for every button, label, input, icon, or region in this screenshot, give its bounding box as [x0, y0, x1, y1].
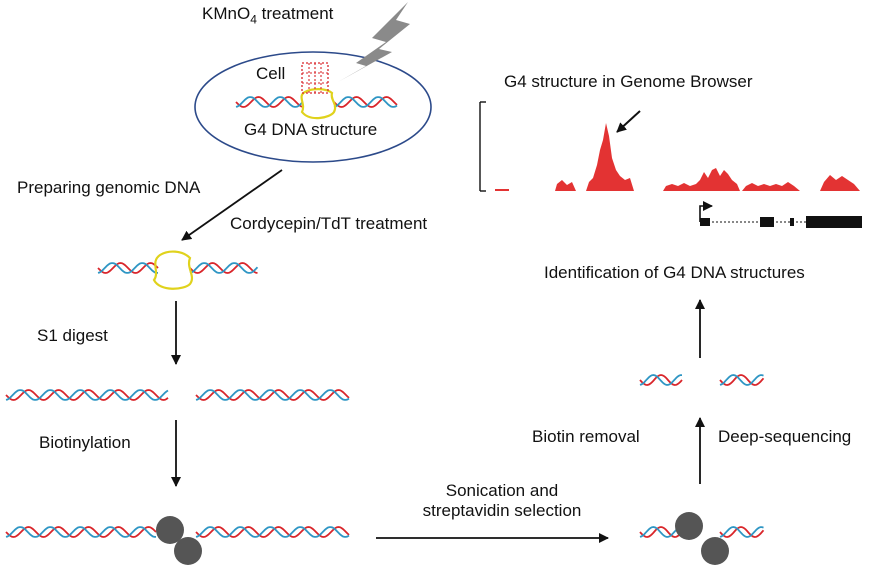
dna-strand: [639, 526, 683, 538]
arrow-browser-peak: [616, 110, 641, 133]
dna-strand: [5, 389, 169, 401]
kmno4-treatment-label: KMnO4 treatment: [202, 4, 334, 27]
dna-strand: [189, 262, 259, 274]
dna-helices: [5, 96, 765, 538]
dna-strand: [719, 374, 765, 386]
g4-dna-structure-label: G4 DNA structure: [244, 120, 378, 139]
biotin-removal-label: Biotin removal: [532, 427, 640, 446]
streptavidin-bead: [701, 537, 729, 565]
dna-strand: [5, 526, 157, 538]
dna-strand: [333, 96, 398, 108]
dna-strand: [195, 526, 350, 538]
dna-strand: [639, 374, 682, 386]
g4-loop-cell: [300, 88, 337, 120]
dna-strand: [333, 96, 398, 108]
dna-strand: [97, 262, 159, 274]
dna-strand: [719, 374, 764, 386]
dna-strand: [5, 389, 169, 401]
dna-strand: [5, 526, 156, 538]
dna-strand: [195, 526, 350, 538]
deep-sequencing-label: Deep-sequencing: [718, 427, 852, 446]
gene-model: [699, 201, 862, 228]
preparing-genomic-dna-label: Preparing genomic DNA: [17, 178, 201, 197]
streptavidin-bead: [174, 537, 202, 565]
dna-strand: [639, 374, 683, 386]
biotinylation-label: Biotinylation: [39, 433, 131, 452]
arrow-prepare: [181, 169, 283, 241]
streptavidin-bead: [675, 512, 703, 540]
sonication-streptavidin-label: Sonication and streptavidin selection: [422, 481, 582, 520]
s1-digest-label: S1 digest: [37, 326, 108, 345]
dna-strand: [235, 96, 303, 108]
dna-strand: [195, 389, 350, 401]
cordycepin-tdt-label: Cordycepin/TdT treatment: [230, 214, 428, 233]
dna-strand: [195, 389, 350, 401]
genome-browser-track: [479, 101, 860, 192]
g4-loop-genomic: [152, 250, 194, 290]
genome-browser-label: G4 structure in Genome Browser: [504, 72, 753, 91]
streptavidin-bead: [156, 516, 184, 544]
dna-strand: [97, 262, 158, 274]
g-quadruplex-icon: [301, 62, 329, 94]
cell-ellipse: [194, 51, 432, 163]
cell-label: Cell: [256, 64, 286, 83]
dna-strand: [639, 526, 682, 538]
dna-strand: [719, 526, 765, 538]
dna-strand: [719, 526, 764, 538]
lightning-bolt-icon: [338, 2, 410, 82]
identification-label: Identification of G4 DNA structures: [544, 263, 805, 282]
